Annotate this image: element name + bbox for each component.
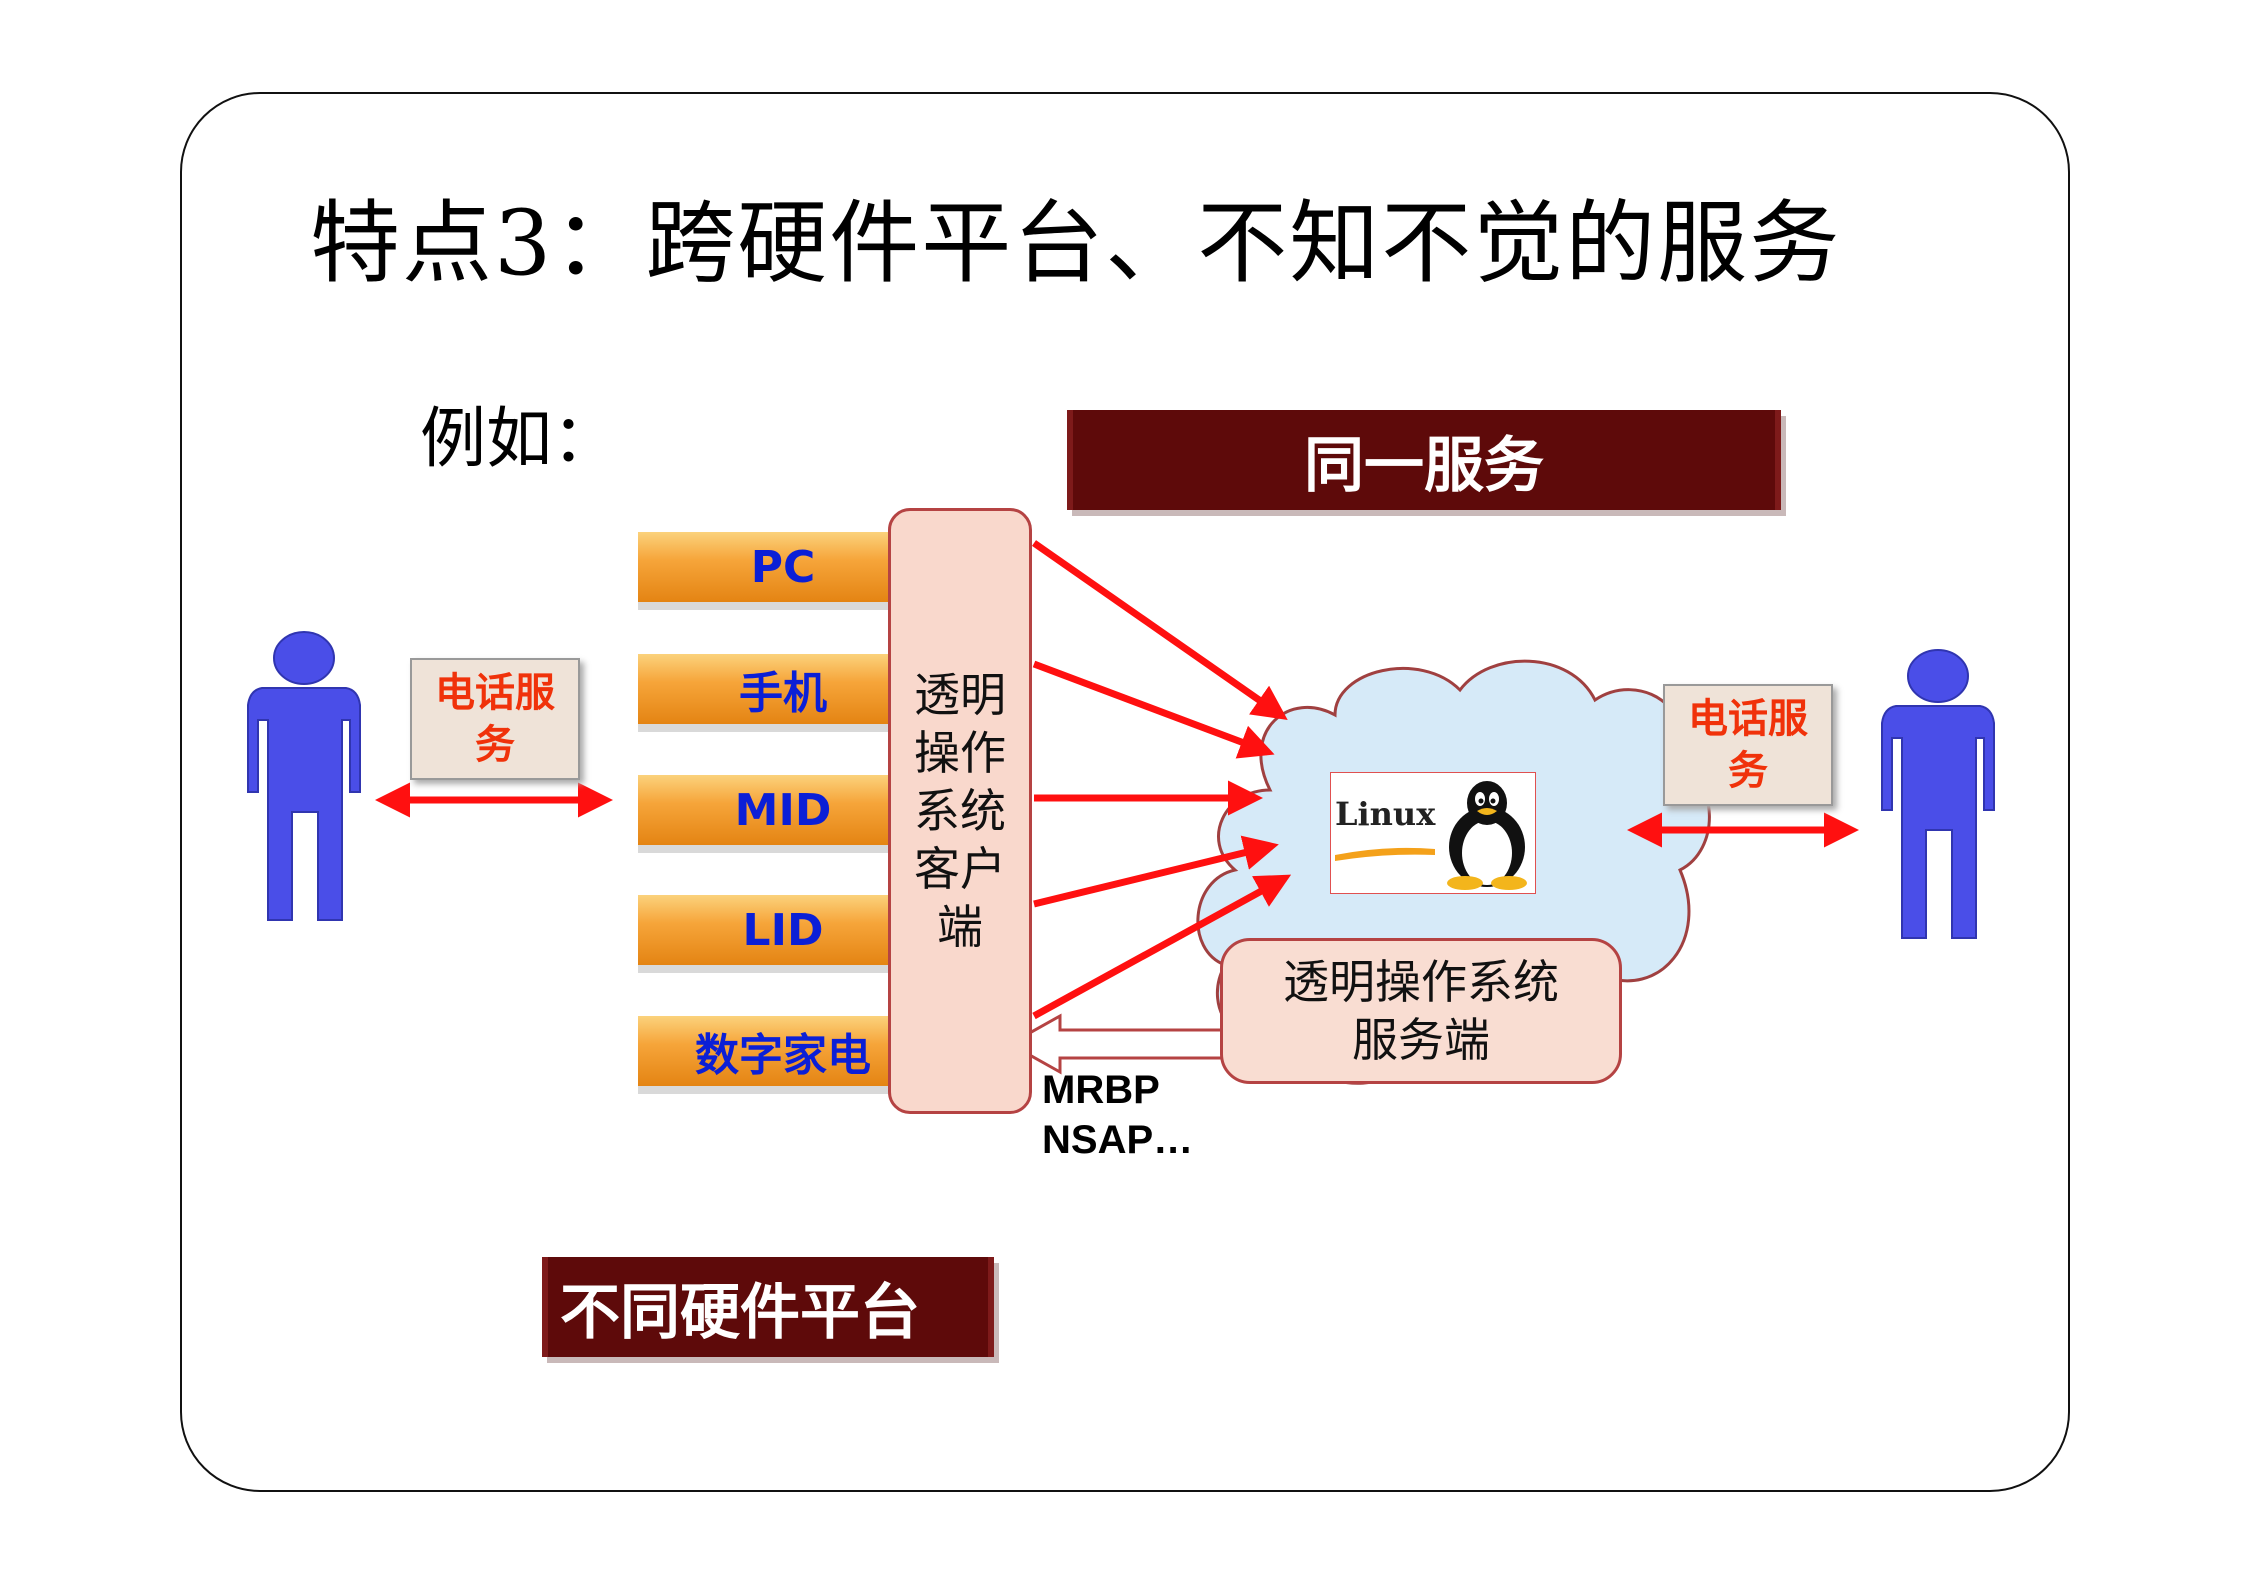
arrow-icon [1031, 540, 1292, 1020]
linux-logo: Linux [1330, 772, 1536, 894]
os-client-box: 透明操作系统客户端 [888, 508, 1032, 1114]
device-lid: LID [638, 895, 888, 965]
example-label: 例如： [420, 400, 618, 477]
arrow-icon [1006, 1013, 1228, 1075]
os-client-label: 透明操作系统客户端 [914, 668, 1006, 954]
device-pc: PC [638, 532, 888, 602]
person-icon [1881, 649, 1995, 939]
linux-logo-text: Linux [1335, 795, 1436, 833]
device-phone: 手机 [638, 654, 888, 724]
device-digital-appliance: 数字家电 [638, 1016, 888, 1086]
linux-swoosh [1335, 847, 1435, 861]
protocol-nsap: NSAP… [1042, 1118, 1194, 1162]
phone-service-right: 电话服务 [1663, 684, 1833, 806]
different-hardware-banner: 不同硬件平台 [542, 1257, 994, 1357]
protocol-mrbp: MRBP [1042, 1068, 1160, 1112]
person-icon [247, 631, 361, 921]
device-mid: MID [638, 775, 888, 845]
os-server-box: 透明操作系统 服务端 [1220, 938, 1622, 1084]
tux-penguin-icon [1447, 781, 1527, 890]
same-service-banner: 同一服务 [1067, 410, 1781, 510]
protocol-labels: MRBP NSAP… [1042, 1065, 1193, 1165]
os-server-line2: 服务端 [1352, 1013, 1490, 1067]
os-server-line1: 透明操作系统 [1283, 955, 1559, 1009]
page-title: 特点3：跨硬件平台、不知不觉的服务 [310, 191, 1842, 296]
phone-service-left: 电话服务 [410, 658, 580, 780]
